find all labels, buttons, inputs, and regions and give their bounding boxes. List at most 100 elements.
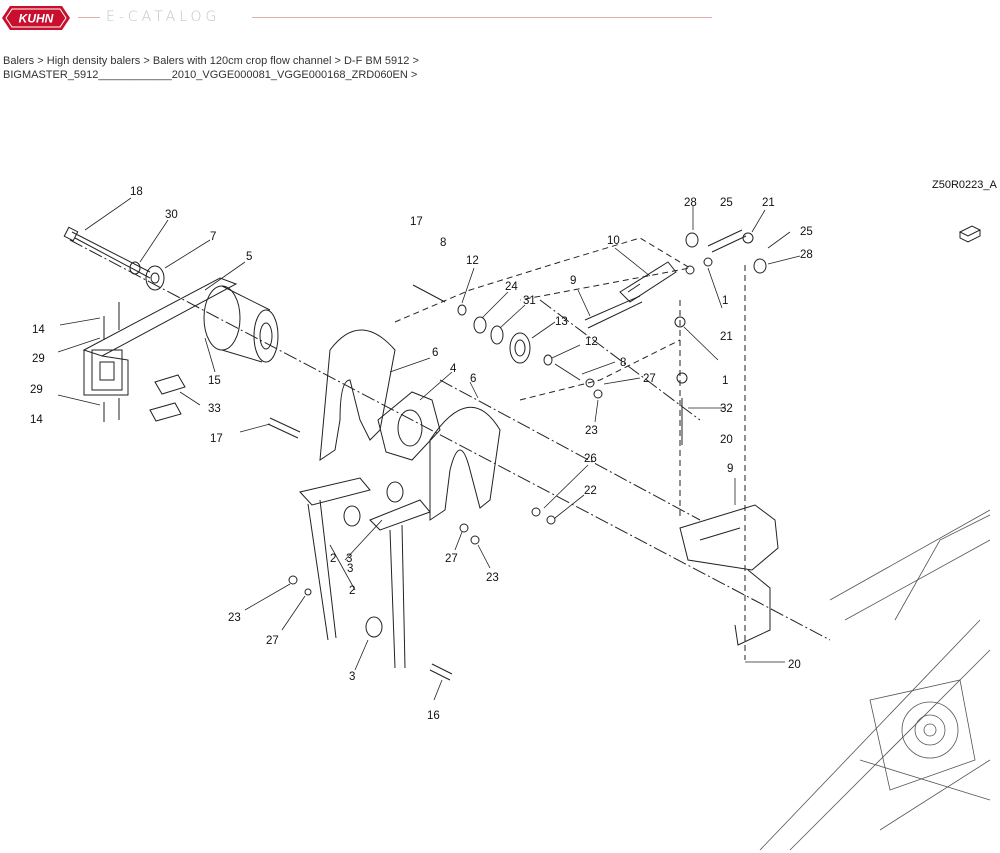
part-27-washer-mid[interactable] [459, 523, 469, 533]
callout-29-lower: 29 [30, 384, 43, 396]
part-3-roller[interactable] [386, 481, 404, 503]
part-30-washer[interactable] [129, 261, 141, 275]
callout-20: 20 [788, 659, 801, 671]
part-26-nut[interactable] [531, 507, 541, 517]
part-31-bearing[interactable] [490, 325, 504, 345]
part-23-nut[interactable] [593, 389, 603, 399]
callout-1: 1 [722, 375, 728, 387]
part-8-pin[interactable] [554, 363, 581, 381]
header-rule-left [78, 17, 100, 18]
part-3-roller-2[interactable] [343, 505, 361, 527]
callout-29: 29 [32, 353, 45, 365]
callout-28: 28 [684, 197, 697, 209]
part-9-pin[interactable] [584, 295, 643, 329]
breadcrumb-item-model[interactable]: D-F BM 5912 [343, 55, 410, 67]
callout-3: 3 [346, 553, 352, 565]
callout-8-lower: 8 [620, 357, 626, 369]
callout-21-lower: 21 [720, 331, 733, 343]
part-28-washer[interactable] [685, 232, 699, 248]
breadcrumb-item-high-density-balers[interactable]: High density balers [46, 55, 141, 67]
part-24-ring[interactable] [473, 316, 487, 334]
part-17-bolt-top[interactable] [412, 284, 446, 303]
part-3-roller-3[interactable] [365, 616, 383, 638]
machine-frame [759, 509, 991, 851]
part-27-washer-lower[interactable] [304, 588, 312, 596]
part-23-nut-lower[interactable] [288, 575, 298, 585]
part-21-nut-top[interactable] [685, 265, 695, 275]
callout-5: 5 [246, 251, 252, 263]
callout-2: 2 [330, 553, 336, 565]
part-16-bolt[interactable] [429, 663, 453, 681]
part-6-plate-right[interactable] [429, 406, 501, 521]
callout-14: 14 [32, 324, 45, 336]
breadcrumb-separator: > [410, 69, 418, 81]
breadcrumb-item-catalog-page[interactable]: BIGMASTER_5912____________2010_VGGE00008… [3, 69, 408, 81]
callout-21: 21 [762, 197, 775, 209]
part-1-nut[interactable] [674, 316, 686, 328]
part-25-pin[interactable] [707, 229, 747, 253]
breadcrumb-separator: > [412, 55, 419, 67]
part-2-lever-left[interactable] [299, 477, 371, 641]
part-17-bolt[interactable] [267, 417, 301, 439]
part-13-roller[interactable] [509, 332, 531, 364]
callout-15: 15 [208, 375, 221, 387]
part-23-nut-mid[interactable] [470, 535, 480, 545]
part-6-plate-left[interactable] [319, 329, 396, 461]
part-21-nut-top-2[interactable] [703, 257, 713, 267]
catalog-label: E-CATALOG [106, 9, 221, 25]
callout-14-lower: 14 [30, 414, 43, 426]
callout-9: 9 [727, 463, 733, 475]
part-18-bolt[interactable] [63, 226, 151, 279]
callout-23: 23 [585, 425, 598, 437]
part-9-shield[interactable] [679, 504, 779, 646]
callout-23-lower: 23 [228, 612, 241, 624]
callout-labels: 18 30 7 5 14 29 15 33 29 14 17 6 4 6 17 … [30, 179, 997, 722]
callout-24: 24 [505, 281, 518, 293]
part-10-bracket[interactable] [619, 261, 677, 303]
part-5-housing[interactable] [203, 285, 279, 363]
callout-25: 25 [720, 197, 733, 209]
part-21-nut[interactable] [742, 232, 754, 244]
breadcrumb-item-balers[interactable]: Balers [3, 55, 35, 67]
callout-6-right: 6 [470, 373, 476, 385]
part-12-washer-2[interactable] [543, 354, 553, 366]
part-1-nut-2[interactable] [676, 372, 688, 384]
callout-7: 7 [210, 231, 216, 243]
callout-17-top: 17 [410, 216, 423, 228]
part-frame-bracket[interactable] [82, 277, 238, 396]
part-22-nut[interactable] [546, 515, 556, 525]
drawing-code: Z50R0223_A [932, 179, 997, 191]
breadcrumb: Balers > High density balers > Balers wi… [3, 54, 419, 82]
breadcrumb-item-crop-flow-channel[interactable]: Balers with 120cm crop flow channel [152, 55, 332, 67]
exploded-parts-diagram: 18 30 7 5 14 29 15 33 29 14 17 6 4 6 17 … [30, 179, 997, 851]
callout-20-top: 20 [720, 434, 733, 446]
callout-18: 18 [130, 186, 143, 198]
part-14-bolt[interactable] [103, 302, 120, 340]
part-7-bearing[interactable] [145, 265, 165, 291]
part-2-lever-right[interactable] [369, 499, 431, 669]
header-rule-right [252, 17, 712, 18]
part-33-blocks[interactable] [149, 374, 186, 422]
callout-33: 33 [208, 403, 221, 415]
callout-13: 13 [555, 316, 568, 328]
callout-3-lower: 3 [349, 671, 355, 683]
kuhn-logo[interactable]: KUHN [0, 3, 72, 33]
callout-30: 30 [165, 209, 178, 221]
part-14-bolt-lower[interactable] [103, 398, 120, 422]
svg-text:KUHN: KUHN [19, 12, 54, 26]
part-28-washer-2[interactable] [753, 258, 767, 274]
callout-16: 16 [427, 710, 440, 722]
callout-12: 12 [466, 255, 479, 267]
breadcrumb-separator: > [143, 55, 150, 67]
callout-22: 22 [584, 485, 597, 497]
callout-25-right: 25 [800, 226, 813, 238]
part-12-washer[interactable] [457, 304, 467, 316]
direction-arrow-icon [958, 225, 982, 243]
callout-8: 8 [440, 237, 446, 249]
callout-9-pin: 9 [570, 275, 576, 287]
callout-28-right: 28 [800, 249, 813, 261]
part-27-washer[interactable] [585, 378, 595, 388]
part-4-disc[interactable] [377, 391, 441, 461]
callout-17: 17 [210, 433, 223, 445]
header: KUHN E-CATALOG [0, 0, 1000, 40]
